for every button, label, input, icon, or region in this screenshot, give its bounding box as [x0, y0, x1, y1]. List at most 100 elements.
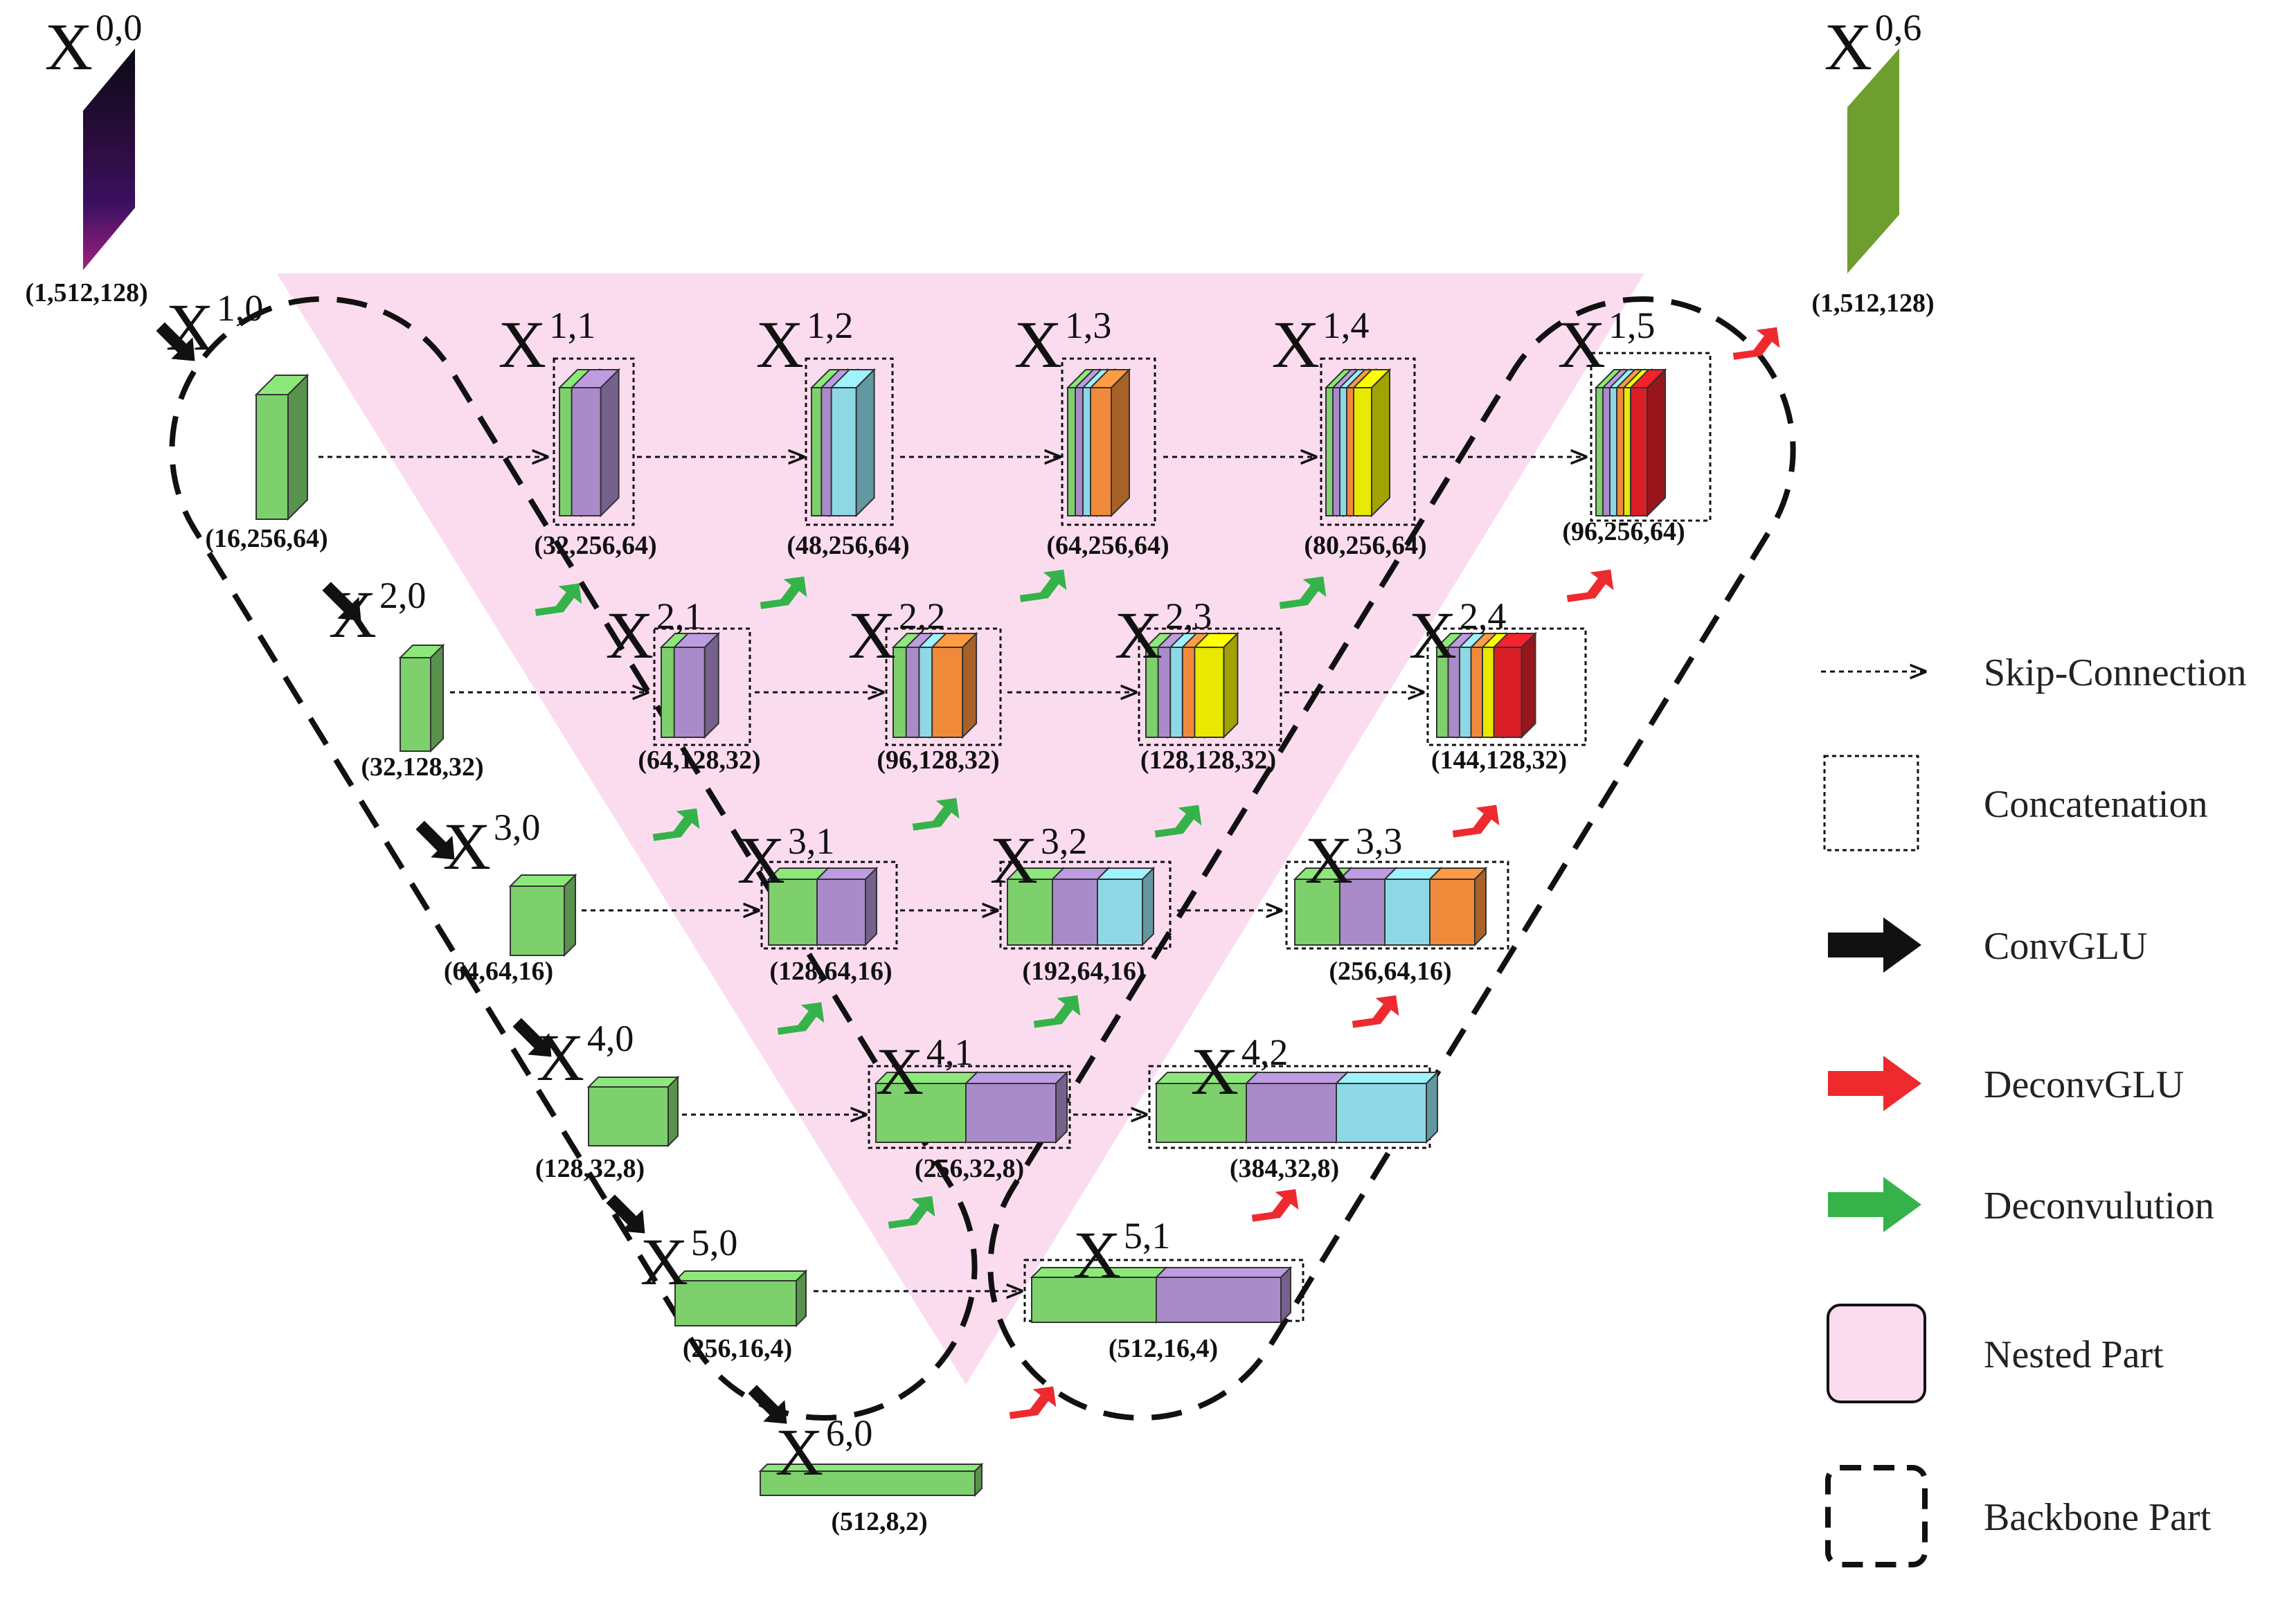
output-mask [1847, 48, 1899, 273]
feature-slice [1334, 1070, 1440, 1144]
legend-label: Skip-Connection [1984, 651, 2247, 694]
node-dims: (1,512,128) [25, 278, 147, 307]
node-x23: X2,3 (128,128,32) [1115, 595, 1282, 775]
node-x22: X2,2(96,128,32) [848, 595, 1002, 775]
convglu-arrow [156, 322, 195, 361]
node-x60: X6,0 (512,8,2) [758, 1412, 984, 1536]
node-dims: (128,64,16) [769, 957, 892, 986]
convglu-arrow [748, 1385, 787, 1424]
feature-slice [930, 631, 978, 739]
feature-slice [1492, 631, 1537, 739]
node-label: X4,0 [537, 1018, 634, 1095]
legend-item-backbone: Backbone Part [1825, 1465, 2212, 1567]
backbone-left-outline [169, 296, 978, 1421]
legend-label: Nested Part [1984, 1333, 2164, 1376]
concatenation-box [999, 861, 1172, 950]
node-dims: (16,256,64) [205, 524, 328, 553]
concatenation-box [805, 357, 894, 526]
concatenation-box [1426, 627, 1587, 746]
node-label: X4,2 [1191, 1032, 1289, 1108]
node-dims: (64,256,64) [1046, 531, 1169, 560]
deconvolution-arrow [535, 583, 582, 616]
deconvolution-arrow [1154, 804, 1202, 838]
deconvolution-arrow [912, 798, 960, 831]
node-x33: X3,3 (256,64,16) [1285, 820, 1509, 986]
feature-slice [673, 1269, 808, 1328]
feature-slice [1629, 368, 1667, 518]
legend-item-skip: Skip-Connection [1821, 651, 2247, 694]
concatenation-box [1023, 1259, 1304, 1322]
node-x06: X0,6 (1,512,128) [1811, 7, 1934, 318]
legend-concat-icon [1823, 755, 1919, 852]
node-x21: X2,1 (64,128,32) [606, 595, 761, 775]
feature-slice [508, 873, 577, 957]
deconvolution-arrow [888, 1196, 935, 1229]
node-label: X2,1 [606, 595, 703, 672]
node-label: X5,0 [640, 1222, 738, 1299]
node-label: X1,1 [499, 305, 596, 381]
node-dims: (256,32,8) [915, 1154, 1024, 1183]
legend-label: DeconvGLU [1984, 1063, 2184, 1106]
node-x00: X0,0 (1,512,128) [25, 7, 147, 307]
node-x10: X1,0(16,256,64) [166, 287, 328, 553]
node-dims: (256,64,16) [1329, 957, 1451, 986]
concatenation-box [1285, 861, 1509, 950]
node-dims: (32,128,32) [361, 753, 483, 782]
deconvglu-arrow [1251, 1189, 1299, 1222]
backbone-right-outline [987, 296, 1796, 1421]
feature-slice [1244, 1070, 1349, 1144]
feature-slice [815, 866, 879, 947]
node-x12: X1,2(48,256,64) [756, 305, 910, 560]
node-label: X3,0 [443, 807, 541, 883]
deconvolution-arrow [760, 576, 807, 609]
legend-convglu-icon [1828, 917, 1921, 973]
feature-slice [964, 1070, 1069, 1144]
deconvglu-arrow [1009, 1386, 1057, 1419]
legend-label: Backbone Part [1984, 1496, 2212, 1539]
node-x20: X2,0(32,128,32) [329, 575, 484, 782]
feature-slice [1352, 368, 1392, 518]
node-x13: X1,3 (64,256,64) [1014, 305, 1169, 560]
concatenation-box [885, 627, 1002, 746]
node-dims: (512,16,4) [1109, 1334, 1218, 1363]
node-dims: (256,16,4) [683, 1334, 792, 1363]
convglu-arrow [322, 582, 361, 621]
concatenation-box [1590, 352, 1712, 522]
node-dims: (80,256,64) [1304, 531, 1426, 560]
concatenation-box [653, 627, 751, 746]
node-x40: X4,0 (128,32,8) [535, 1018, 680, 1183]
legend-item-deconvglu: DeconvGLU [1828, 1056, 2184, 1111]
node-label: X1,5 [1558, 305, 1656, 381]
node-dims: (128,32,8) [535, 1154, 645, 1183]
deconvglu-arrow [1732, 327, 1780, 360]
node-x24: X2,4(144,128,32) [1409, 595, 1587, 775]
node-label: X1,2 [756, 305, 854, 381]
node-dims: (128,128,32) [1140, 746, 1276, 775]
legend-deconv-icon [1828, 1177, 1921, 1232]
node-label: X1,3 [1014, 305, 1112, 381]
node-dims: (192,64,16) [1022, 957, 1145, 986]
input-spectrogram [83, 48, 135, 270]
convglu-arrow [415, 820, 455, 860]
concatenation-box [868, 1065, 1071, 1149]
node-x14: X1,4 (80,256,64) [1272, 305, 1427, 560]
node-label: X0,0 [45, 7, 143, 84]
node-label: X0,6 [1824, 7, 1922, 84]
node-label: X3,3 [1305, 820, 1403, 897]
legend-item-convglu: ConvGLU [1828, 917, 2147, 973]
node-label: X1,4 [1272, 305, 1370, 381]
concatenation-box [1061, 357, 1156, 526]
deconvglu-arrow [1452, 804, 1500, 838]
deconvolution-arrow [652, 808, 700, 841]
feature-slice [586, 1075, 680, 1148]
node-dims: (512,8,2) [831, 1507, 927, 1536]
feature-slice [1428, 866, 1488, 947]
node-label: X4,1 [876, 1032, 974, 1108]
node-label: X6,0 [775, 1412, 873, 1489]
node-dims: (64,64,16) [444, 957, 553, 986]
node-dims: (64,128,32) [638, 746, 760, 775]
concatenation-box [553, 357, 635, 526]
node-dims: (1,512,128) [1811, 289, 1934, 318]
node-label: X2,3 [1115, 595, 1212, 672]
